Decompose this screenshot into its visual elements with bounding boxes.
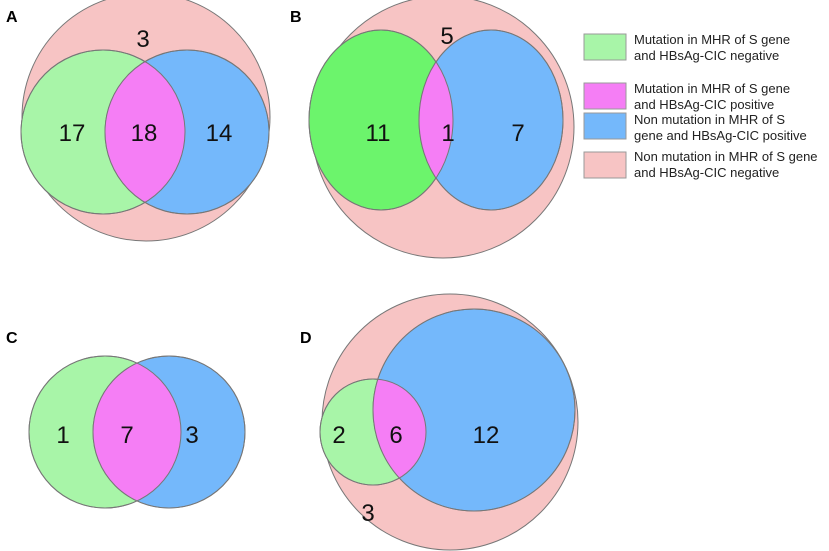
panel-label-c: C bbox=[6, 330, 18, 347]
count-nonmutation-negative-b: 5 bbox=[440, 23, 453, 50]
panel-label-b: B bbox=[290, 9, 302, 26]
legend-swatch bbox=[583, 112, 627, 140]
panel-c: C 1 7 3 bbox=[6, 330, 246, 509]
legend-line: and HBsAg-CIC negative bbox=[634, 48, 779, 63]
count-mutation-negative-d: 2 bbox=[332, 422, 345, 449]
count-mutation-positive-b: 1 bbox=[441, 120, 454, 147]
legend-item-mutation-negative: Mutation in MHR of S gene and HBsAg-CIC … bbox=[583, 32, 790, 63]
legend-item-nonmutation-positive: Non mutation in MHR of S gene and HBsAg-… bbox=[583, 112, 807, 143]
count-nonmutation-positive-c: 3 bbox=[185, 422, 198, 449]
count-mutation-positive-a: 18 bbox=[131, 120, 158, 147]
legend-line: gene and HBsAg-CIC positive bbox=[634, 128, 807, 143]
count-mutation-negative-b: 11 bbox=[366, 120, 391, 147]
legend-swatch bbox=[583, 33, 627, 61]
count-nonmutation-negative-d: 3 bbox=[361, 500, 374, 527]
legend: Mutation in MHR of S gene and HBsAg-CIC … bbox=[583, 32, 818, 180]
panel-a: A 3 17 18 14 bbox=[6, 0, 271, 242]
legend-item-mutation-positive: Mutation in MHR of S gene and HBsAg-CIC … bbox=[583, 81, 790, 112]
region-mutation-positive-c bbox=[93, 356, 181, 508]
count-mutation-positive-d: 6 bbox=[389, 422, 402, 449]
count-mutation-positive-c: 7 bbox=[120, 422, 133, 449]
panel-d: D 2 6 12 3 bbox=[300, 293, 579, 551]
count-nonmutation-positive-a: 14 bbox=[206, 120, 233, 147]
count-nonmutation-positive-d: 12 bbox=[473, 422, 500, 449]
panel-label-a: A bbox=[6, 9, 18, 26]
legend-item-nonmutation-negative: Non mutation in MHR of S gene and HBsAg-… bbox=[583, 149, 818, 180]
legend-line: Non mutation in MHR of S gene bbox=[634, 149, 818, 164]
legend-line: and HBsAg-CIC negative bbox=[634, 165, 779, 180]
legend-line: Mutation in MHR of S gene bbox=[634, 32, 790, 47]
legend-line: Mutation in MHR of S gene bbox=[634, 81, 790, 96]
legend-line: Non mutation in MHR of S bbox=[634, 112, 785, 127]
region-mutation-positive-a bbox=[105, 50, 185, 214]
count-nonmutation-positive-b: 7 bbox=[511, 120, 524, 147]
panel-b: B 5 11 1 7 bbox=[290, 0, 575, 259]
count-nonmutation-negative-a: 3 bbox=[136, 26, 149, 53]
count-mutation-negative-c: 1 bbox=[56, 422, 69, 449]
legend-swatch bbox=[583, 82, 627, 110]
legend-line: and HBsAg-CIC positive bbox=[634, 97, 774, 112]
panel-label-d: D bbox=[300, 330, 312, 347]
count-mutation-negative-a: 17 bbox=[59, 120, 86, 147]
legend-swatch bbox=[583, 151, 627, 179]
